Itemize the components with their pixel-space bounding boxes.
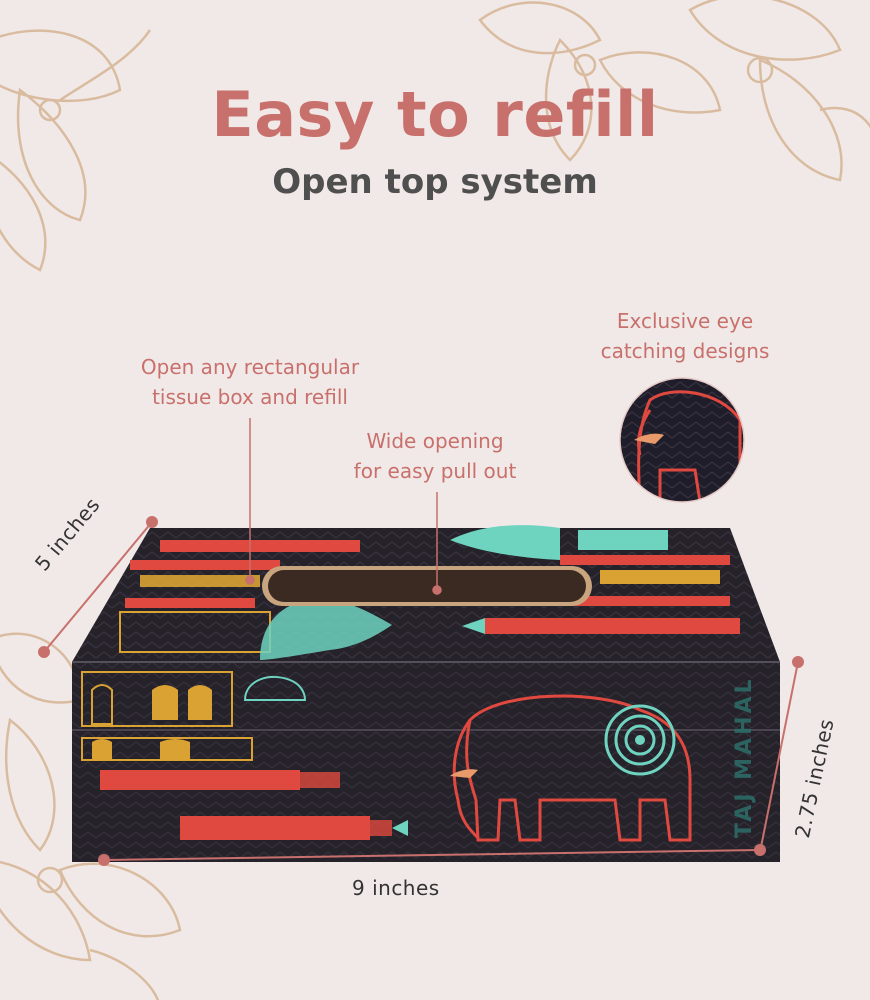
flower-decoration-top-right <box>478 0 870 182</box>
callout-opening-line2: for easy pull out <box>353 459 517 483</box>
flower-decoration-top-left <box>0 29 152 272</box>
callout-design-line2: catching designs <box>600 339 770 363</box>
elephant-motif <box>452 694 692 842</box>
callout-opening-line1: Wide opening <box>366 429 504 453</box>
callout-design: Exclusive eye catching designs <box>580 306 790 366</box>
dimension-width-label: 9 inches <box>352 876 440 900</box>
dimension-lines <box>38 516 804 866</box>
box-side-label: TAJ MAHAL <box>732 676 757 838</box>
callout-refill: Open any rectangular tissue box and refi… <box>110 352 390 412</box>
callout-refill-line1: Open any rectangular <box>140 355 360 379</box>
design-zoom-lens <box>620 378 744 502</box>
callout-design-line1: Exclusive eye <box>616 309 754 333</box>
callout-refill-line2: tissue box and refill <box>152 385 348 409</box>
box-front-pattern <box>81 671 692 842</box>
page-subtitle: Open top system <box>272 162 598 202</box>
page-title: Easy to refill <box>211 78 659 151</box>
callout-opening: Wide opening for easy pull out <box>320 426 550 486</box>
box-top-pattern <box>119 525 740 660</box>
callout-lines <box>245 418 442 595</box>
